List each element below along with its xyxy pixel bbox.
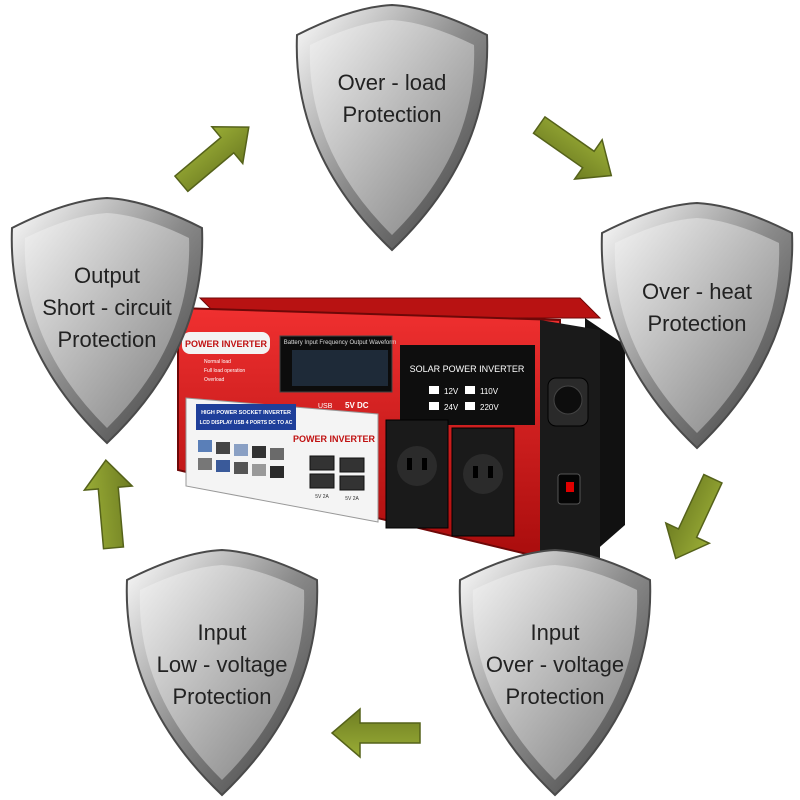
brand-label-box [182, 332, 270, 354]
usb-port[interactable] [309, 473, 335, 489]
arrow-overvoltage-to-lowvoltage [331, 708, 421, 758]
sticker-line2: LCD DISPLAY USB 4 PORTS DC TO AC [200, 420, 293, 426]
shield-overload: Over - load Protection [295, 4, 489, 251]
shield-label-line: Input [531, 620, 580, 645]
shield-label-line: Input [198, 620, 247, 645]
legend-normal: Normal load [204, 359, 231, 365]
sticker-brand: POWER INVERTER [293, 434, 376, 444]
shield-label-line: Protection [647, 311, 746, 336]
shield-label-line: Short - circuit [42, 295, 172, 320]
shield-label-line: Protection [505, 684, 604, 709]
solar-title: SOLAR POWER INVERTER [410, 364, 525, 374]
power-inverter-device: POWER INVERTER Normal load Full load ope… [177, 297, 625, 565]
arrow-output-to-overload [165, 108, 265, 203]
voltage-12v: 12V [444, 387, 459, 396]
shield-input-lowvoltage: Input Low - voltage Protection [125, 549, 319, 796]
arrow-lowvoltage-to-output [81, 457, 139, 551]
shield-label-line: Protection [57, 327, 156, 352]
usb-rating: 5V 2A [345, 496, 359, 502]
usb-output-label: 5V DC [345, 401, 369, 410]
brand-label: POWER INVERTER [185, 339, 268, 349]
shield-input-overvoltage: Input Over - voltage Protection [458, 549, 652, 796]
legend-overload: Overload [204, 377, 225, 383]
shield-label-line: Protection [172, 684, 271, 709]
solar-label-panel [400, 345, 535, 425]
shield-label-line: Protection [342, 102, 441, 127]
shield-label-line: Over - heat [642, 279, 752, 304]
usb-port[interactable] [339, 457, 365, 473]
shield-label-line: Output [74, 263, 140, 288]
arrow-overload-to-overheat [524, 104, 626, 196]
usb-icon: USB [318, 403, 333, 410]
usb-port[interactable] [339, 475, 365, 491]
shield-output-shortcircuit: Output Short - circuit Protection [10, 197, 204, 444]
arrow-overheat-to-overvoltage [653, 467, 736, 570]
voltage-220v: 220V [480, 403, 499, 412]
shield-label-line: Over - voltage [486, 652, 624, 677]
sticker-line1: HIGH POWER SOCKET INVERTER [201, 410, 291, 416]
usb-port[interactable] [309, 455, 335, 471]
shield-overheat: Over - heat Protection [600, 202, 794, 449]
usb-rating: 5V 2A [315, 494, 329, 500]
voltage-110v: 110V [480, 387, 499, 396]
voltage-24v: 24V [444, 403, 459, 412]
shield-label-line: Low - voltage [157, 652, 288, 677]
shield-label-line: Over - load [338, 70, 447, 95]
legend-full: Full load operation [204, 368, 245, 374]
display-header: Battery Input Frequency Output Waveform [284, 340, 397, 346]
